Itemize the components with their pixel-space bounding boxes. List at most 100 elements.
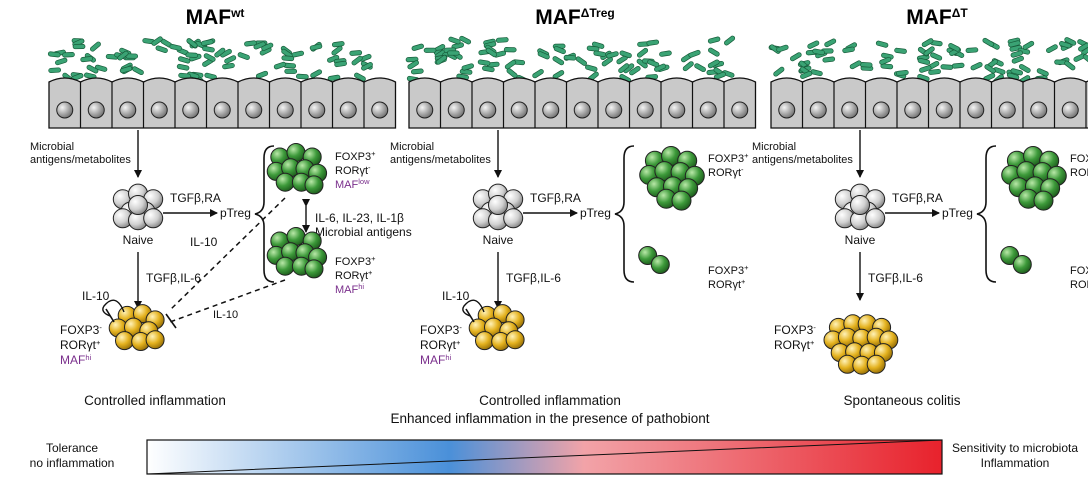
naive-cell-cluster bbox=[112, 183, 164, 231]
bacterium bbox=[448, 36, 461, 45]
treg-top-foxp3-main: FOXP3 bbox=[1070, 153, 1088, 165]
bacterium bbox=[593, 50, 606, 58]
treg-top-foxp3: FOXP3+ bbox=[708, 151, 749, 166]
treg-top-maf-main: MAF bbox=[335, 179, 359, 191]
epithelial-nucleus bbox=[809, 101, 827, 119]
bacterium bbox=[646, 39, 660, 46]
naive-cell-cluster-cell bbox=[865, 208, 886, 229]
il10-autocrine-loop bbox=[462, 299, 485, 317]
bacterium bbox=[485, 47, 498, 58]
gradient-left-label-1: Tolerance bbox=[46, 441, 98, 455]
bacterium bbox=[185, 52, 199, 58]
epithelium bbox=[408, 77, 757, 129]
bacterium bbox=[647, 59, 660, 68]
bacterium bbox=[62, 52, 75, 58]
treg-bottom-rorgt: RORγt+ bbox=[708, 277, 746, 292]
naive-cell-cluster-cell bbox=[850, 195, 870, 215]
treg-bottom-maf: MAFhi bbox=[335, 282, 364, 297]
bacterium bbox=[842, 46, 855, 54]
bacterium bbox=[606, 51, 619, 59]
ptreg-label: pTreg bbox=[580, 206, 611, 220]
il10-autocrine-label: IL-10 bbox=[442, 289, 470, 303]
epithelial-nucleus bbox=[416, 101, 434, 119]
treg-induction-label: TGFβ,RA bbox=[170, 191, 221, 205]
bacterium bbox=[537, 51, 550, 60]
bacterium bbox=[119, 66, 133, 74]
bacterium bbox=[636, 47, 649, 58]
treg-top-rorgt-main: RORγt bbox=[1070, 167, 1088, 179]
naive-label: Naive bbox=[123, 233, 154, 247]
th17-rorgt: RORγt+ bbox=[420, 338, 461, 353]
bacteria-layer bbox=[405, 35, 736, 84]
th17-foxp3-sup: - bbox=[459, 323, 462, 332]
th17-rorgt-sup: + bbox=[456, 338, 461, 347]
epithelial-nucleus bbox=[150, 101, 168, 119]
th17-cell-cluster bbox=[108, 304, 165, 351]
treg-bottom-rorgt-main: RORγt bbox=[708, 279, 741, 291]
treg-cluster-bottom-cell bbox=[650, 255, 670, 274]
treg-bottom-rorgt: RORγt+ bbox=[335, 268, 373, 283]
bacterium bbox=[273, 61, 287, 70]
th17-foxp3-sup: - bbox=[813, 323, 816, 332]
il10-big-label: IL-10 bbox=[213, 309, 238, 321]
th17-rorgt-main: RORγt bbox=[60, 338, 97, 352]
bacterium bbox=[309, 43, 323, 51]
panel-title: MAFΔT bbox=[906, 6, 968, 29]
bacterium bbox=[708, 47, 720, 57]
bacterium bbox=[601, 56, 613, 67]
bacterium bbox=[202, 45, 215, 53]
bacterium bbox=[1046, 44, 1058, 54]
treg-bottom-rorgt-sup: + bbox=[368, 268, 373, 277]
bacterium bbox=[201, 39, 214, 46]
epithelial-nucleus bbox=[998, 101, 1016, 119]
naive-label: Naive bbox=[483, 233, 514, 247]
bacterium bbox=[178, 72, 191, 79]
treg-top-rorgt: RORγt- bbox=[335, 163, 371, 178]
panel-title-main: MAF bbox=[535, 6, 581, 29]
epithelial-nucleus bbox=[447, 101, 465, 119]
th17-rorgt-main: RORγt bbox=[774, 338, 811, 352]
treg-cluster-bottom-cell bbox=[304, 259, 324, 279]
il10-autocrine-loop bbox=[102, 299, 125, 317]
bacterium bbox=[919, 65, 932, 73]
epithelial-nucleus bbox=[339, 101, 357, 119]
treg-top-maf: MAFlow bbox=[335, 177, 370, 192]
bacterium bbox=[284, 68, 298, 74]
naive-cell-cluster bbox=[472, 183, 524, 231]
bacterium bbox=[477, 59, 491, 66]
treg-bottom-rorgt: RORγt+ bbox=[1070, 277, 1088, 292]
bacterium bbox=[879, 56, 892, 65]
microbial-label-1: Microbial bbox=[752, 141, 796, 153]
bacterium bbox=[503, 47, 517, 53]
bacterium bbox=[629, 65, 641, 76]
bacterium bbox=[1010, 68, 1023, 76]
treg-bottom-rorgt-main: RORγt bbox=[335, 270, 368, 282]
bacterium bbox=[824, 38, 837, 48]
bacterium bbox=[1022, 40, 1035, 50]
panel-title-main: MAF bbox=[186, 6, 232, 29]
treg-top-rorgt-sup: - bbox=[741, 165, 744, 174]
epithelial-nucleus bbox=[1030, 101, 1048, 119]
bacterium bbox=[296, 73, 309, 80]
bacterium bbox=[334, 60, 347, 68]
il10-autocrine-bar bbox=[465, 308, 475, 323]
bacterium bbox=[155, 45, 168, 54]
bacterium bbox=[917, 57, 931, 65]
outcome-label: Enhanced inflammation in the presence of… bbox=[391, 411, 710, 426]
th17-foxp3-main: FOXP3 bbox=[774, 323, 814, 337]
treg-cluster-top-cell bbox=[275, 172, 295, 192]
bacterium bbox=[435, 54, 448, 65]
epithelial-nucleus bbox=[967, 101, 985, 119]
treg-top-rorgt: RORγt- bbox=[708, 165, 744, 180]
treg-top-foxp3-sup: + bbox=[744, 151, 749, 160]
th17-foxp3: FOXP3- bbox=[60, 323, 102, 338]
th17-cell-cluster-cell bbox=[475, 331, 494, 351]
bacterium bbox=[224, 55, 237, 64]
bacterium bbox=[1011, 55, 1024, 64]
bacterium bbox=[982, 37, 995, 47]
th17-cell-cluster bbox=[468, 304, 525, 351]
bacterium bbox=[659, 50, 672, 57]
treg-cluster-bottom-cell bbox=[1012, 255, 1032, 274]
gradient-wedge bbox=[146, 439, 943, 475]
panel-title-sup: wt bbox=[230, 6, 244, 20]
